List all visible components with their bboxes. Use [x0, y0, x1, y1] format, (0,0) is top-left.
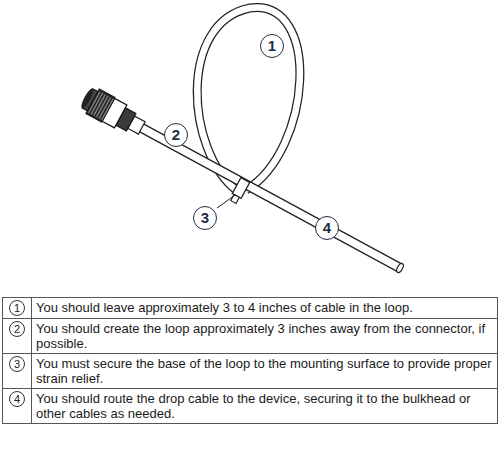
- table-text: You should create the loop approximately…: [36, 321, 485, 351]
- callout-number: 2: [164, 123, 188, 147]
- callout-number: 4: [315, 216, 339, 240]
- legend-table: 1 You should leave approximately 3 to 4 i…: [2, 297, 498, 424]
- table-number: 1: [9, 300, 25, 316]
- table-text: You should route the drop cable to the d…: [36, 391, 471, 421]
- table-text: You must secure the base of the loop to …: [36, 356, 492, 386]
- cable-tie: [229, 178, 250, 205]
- leader-line: [217, 195, 235, 208]
- table-number: 2: [9, 321, 25, 337]
- table-number: 4: [9, 391, 25, 407]
- cable-illustration: [0, 0, 500, 290]
- table-number: 3: [9, 356, 25, 372]
- drop-cable: [140, 127, 405, 274]
- table-text: You should leave approximately 3 to 4 in…: [36, 300, 413, 315]
- callout-number: 3: [193, 206, 217, 230]
- callout-number: 1: [260, 34, 284, 58]
- connector: [78, 85, 148, 141]
